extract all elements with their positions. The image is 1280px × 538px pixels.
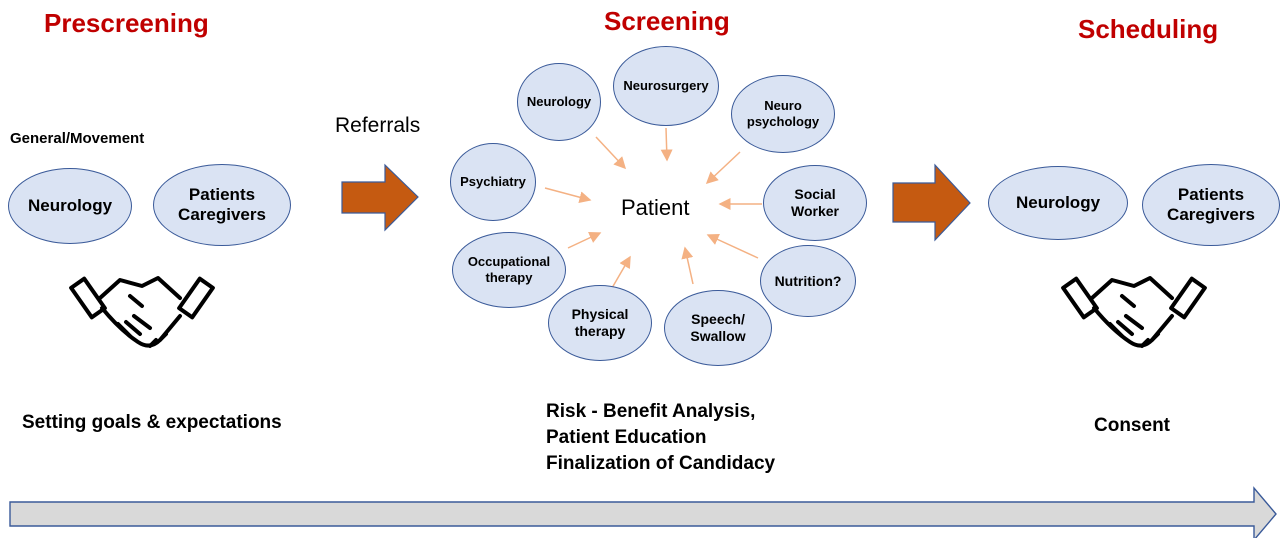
node-label: Physical therapy bbox=[571, 306, 629, 339]
screening-title: Screening bbox=[604, 6, 730, 36]
node-label: Neurology bbox=[526, 94, 592, 110]
screening-physical-therapy-node: Physical therapy bbox=[548, 285, 652, 361]
screening-neurosurgery-node: Neurosurgery bbox=[613, 46, 719, 126]
node-label: Neurology bbox=[1015, 192, 1101, 212]
node-label: Speech/ Swallow bbox=[690, 311, 746, 344]
screening-occupational-therapy-node: Occupational therapy bbox=[452, 232, 566, 308]
prescreening-patients-caregivers-node: Patients Caregivers bbox=[153, 164, 291, 246]
prescreening-neurology-node: Neurology bbox=[8, 168, 132, 244]
prescreening-title: Prescreening bbox=[44, 8, 209, 38]
screening-caption-line-1: Risk - Benefit Analysis, bbox=[546, 401, 756, 422]
screening-neurology-node: Neurology bbox=[517, 63, 601, 141]
handshake-icon bbox=[1061, 276, 1207, 348]
node-label: Neurology bbox=[27, 195, 113, 215]
prescreening-subtitle: General/Movement bbox=[10, 130, 145, 147]
node-label: Patients Caregivers bbox=[1167, 184, 1255, 224]
screening-neuropsychology-node: Neuro psychology bbox=[731, 75, 835, 153]
scheduling-flow-arrow bbox=[892, 163, 971, 242]
node-label: Nutrition? bbox=[774, 272, 842, 289]
screening-caption-line-3: Finalization of Candidacy bbox=[546, 453, 776, 474]
prescreening-caption: Setting goals & expectations bbox=[22, 412, 282, 433]
node-label: Patients Caregivers bbox=[178, 184, 266, 224]
scheduling-caption: Consent bbox=[1094, 415, 1170, 436]
node-label: Occupational therapy bbox=[467, 254, 551, 285]
node-label: Neuro psychology bbox=[746, 98, 820, 129]
screening-caption-line-2: Patient Education bbox=[546, 427, 707, 448]
node-label: Neurosurgery bbox=[623, 78, 709, 94]
screening-speech-swallow-node: Speech/ Swallow bbox=[664, 290, 772, 366]
referrals-label: Referrals bbox=[335, 114, 421, 137]
screening-psychiatry-node: Psychiatry bbox=[450, 143, 536, 221]
referral-flow-arrow bbox=[341, 163, 419, 232]
spoke-arrows bbox=[544, 127, 762, 289]
handshake-icon bbox=[69, 276, 215, 348]
scheduling-title: Scheduling bbox=[1078, 14, 1219, 44]
node-label: Psychiatry bbox=[460, 174, 526, 190]
timeline-arrow bbox=[9, 486, 1277, 538]
scheduling-patients-caregivers-node: Patients Caregivers bbox=[1142, 164, 1280, 246]
screening-social-worker-node: Social Worker bbox=[763, 165, 867, 241]
patient-center-label: Patient bbox=[621, 195, 690, 220]
screening-nutrition-node: Nutrition? bbox=[760, 245, 856, 317]
scheduling-neurology-node: Neurology bbox=[988, 166, 1128, 240]
node-label: Social Worker bbox=[791, 186, 839, 219]
